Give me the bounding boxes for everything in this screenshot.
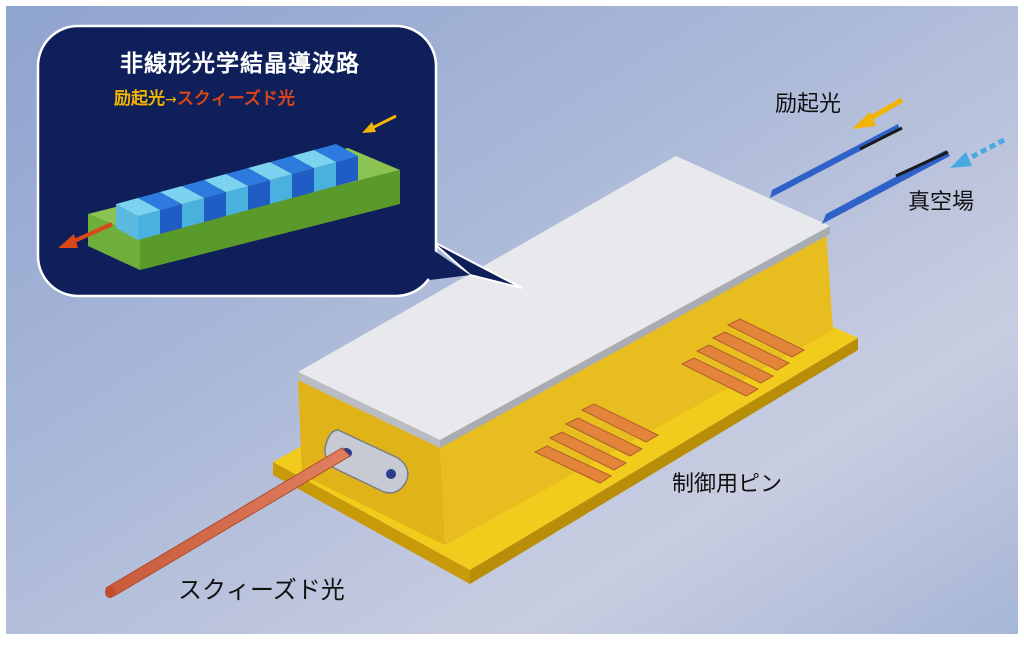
inset-title: 非線形光学結晶導波路	[120, 51, 360, 77]
inset-subtitle-squeezed: スクィーズド光	[176, 89, 295, 109]
inset-subtitle: 励起光→スクィーズド光	[114, 84, 295, 109]
waveguide	[88, 144, 400, 270]
vacuum-arrow	[950, 137, 1006, 168]
inset-pump-arrow	[362, 114, 397, 133]
pump-light-label: 励起光	[775, 92, 842, 117]
inset-pointer	[429, 239, 523, 289]
lid-top	[298, 156, 830, 440]
control-pins-label: 制御用ピン	[672, 472, 783, 497]
inset-subtitle-arrow: →	[165, 92, 177, 108]
housing	[298, 156, 833, 545]
squeezed-output-fiber	[105, 447, 351, 598]
inset-subtitle-pump: 励起光	[114, 89, 165, 109]
vacuum-field-label: 真空場	[908, 190, 975, 215]
pump-arrow	[852, 97, 904, 129]
input-fibers	[770, 124, 950, 224]
inset-squeezed-arrow	[58, 222, 113, 248]
control-pins-back	[680, 318, 806, 397]
control-pins-front	[533, 403, 660, 484]
squeezed-light-label: スクィーズド光	[178, 576, 345, 604]
